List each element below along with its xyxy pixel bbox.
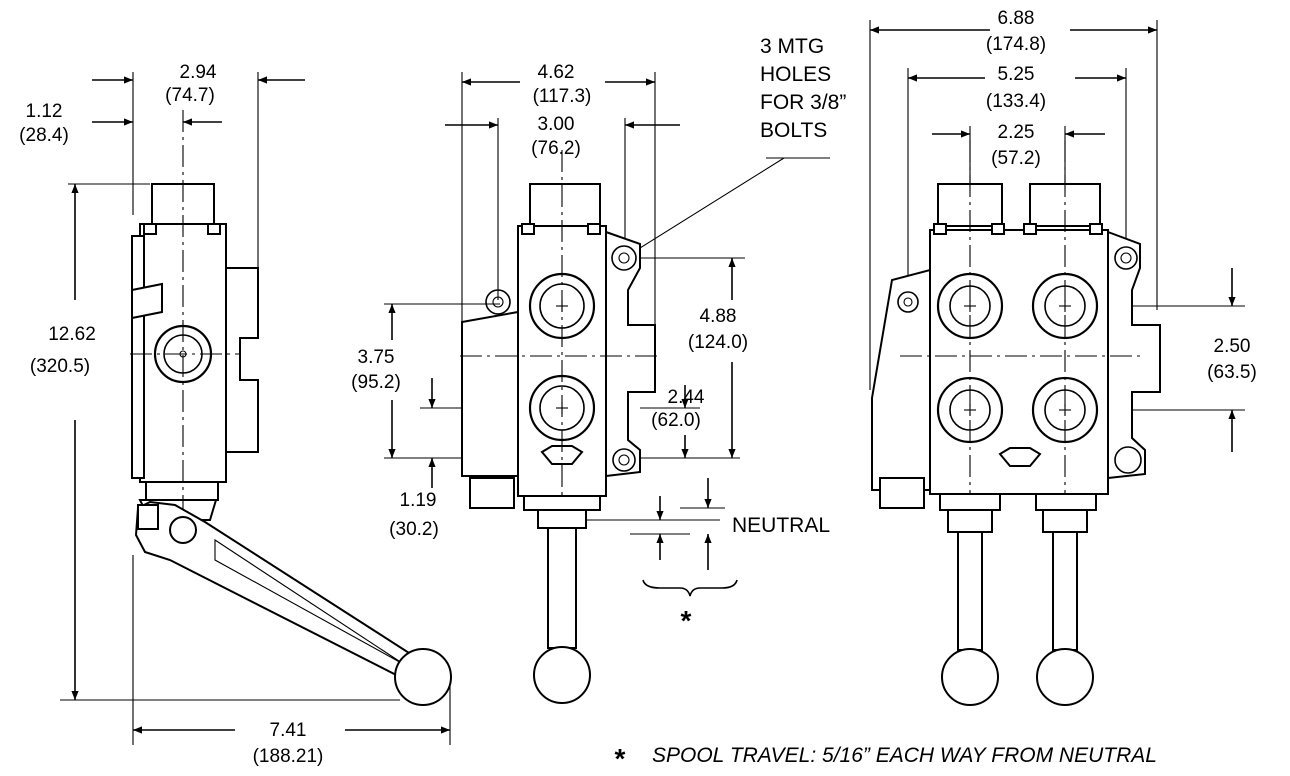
dim-1-19: 1.19	[400, 490, 437, 511]
dim-5-25: 5.25	[998, 64, 1035, 85]
mtg-note-line1: 3 MTG	[760, 35, 824, 58]
dim-4-62: 4.62	[538, 62, 575, 83]
dim-12-62-mm: (320.5)	[30, 356, 90, 377]
dim-3-75: 3.75	[358, 347, 395, 368]
dim-2-94: 2.94	[180, 62, 217, 83]
dim-7-41-mm: (188.21)	[253, 746, 324, 767]
front-view-double	[869, 20, 1245, 706]
neutral-label: NEUTRAL	[732, 514, 830, 537]
dim-6-88: 6.88	[998, 8, 1035, 29]
footnote-asterisk: *	[615, 743, 626, 774]
dim-6-88-mm: (174.8)	[986, 34, 1046, 55]
footnote-text: SPOOL TRAVEL: 5/16” EACH WAY FROM NEUTRA…	[652, 744, 1157, 767]
dim-2-25-mm: (57.2)	[991, 148, 1041, 169]
dim-1-12-mm: (28.4)	[19, 125, 69, 146]
dim-3-00-mm: (76.2)	[531, 138, 581, 159]
mtg-note-line3: FOR 3/8”	[760, 91, 846, 114]
spool-travel-asterisk: *	[681, 605, 692, 636]
dim-3-00: 3.00	[538, 114, 575, 135]
side-view	[60, 72, 452, 745]
dim-12-62: 12.62	[48, 324, 96, 345]
dim-5-25-mm: (133.4)	[986, 91, 1046, 112]
dim-3-75-mm: (95.2)	[351, 372, 401, 393]
dim-4-62-mm: (117.3)	[533, 86, 592, 107]
front-view-single	[384, 72, 830, 704]
dim-2-25: 2.25	[998, 122, 1035, 143]
notes: 3 MTG HOLES FOR 3/8” BOLTS NEUTRAL * * S…	[615, 35, 1157, 774]
dim-4-88: 4.88	[700, 306, 737, 327]
dim-2-44-mm: (62.0)	[651, 410, 701, 431]
dim-2-50-mm: (63.5)	[1207, 362, 1257, 383]
dim-4-88-mm: (124.0)	[688, 332, 748, 353]
dim-2-44: 2.44	[668, 387, 705, 408]
mtg-note-line2: HOLES	[760, 63, 831, 86]
dim-1-12: 1.12	[26, 101, 63, 122]
dim-7-41: 7.41	[270, 720, 307, 741]
dim-2-94-mm: (74.7)	[165, 85, 215, 106]
dimension-labels: 2.94 (74.7) 1.12 (28.4) 12.62 (320.5) 7.…	[19, 8, 1257, 767]
dim-1-19-mm: (30.2)	[389, 519, 439, 540]
dim-2-50: 2.50	[1214, 336, 1251, 357]
mtg-note-line4: BOLTS	[760, 119, 827, 142]
